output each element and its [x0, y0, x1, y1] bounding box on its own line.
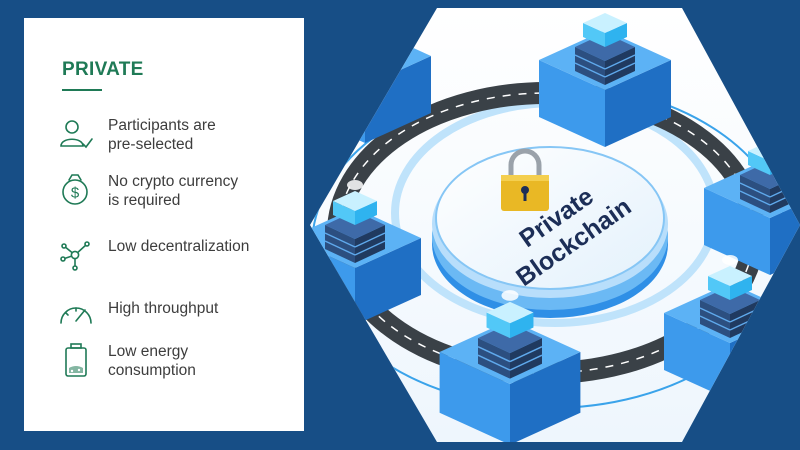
feature-throughput: High throughput — [58, 295, 298, 339]
feature-participants: Participants are pre-selected — [58, 116, 298, 160]
card-title: PRIVATE — [62, 59, 144, 80]
feature-text: Low energy consumption — [108, 343, 196, 379]
padlock-icon — [501, 148, 549, 211]
feature-text: No crypto currency is required — [108, 173, 239, 209]
feature-decentralization: Low decentralization — [58, 237, 298, 281]
feature-no-crypto: $ No crypto currency is required — [58, 172, 298, 216]
private-blockchain-card: PRIVATE Participants are pre-selected $ … — [24, 18, 304, 431]
title-underline — [62, 89, 102, 91]
center-disk — [432, 146, 668, 318]
svg-text:$: $ — [71, 185, 80, 202]
dollar-coin-icon: $ — [62, 174, 88, 205]
feature-text: Low decentralization — [108, 238, 250, 255]
network-nodes-icon — [60, 241, 90, 271]
battery-icon — [65, 343, 87, 377]
feature-text: Participants are pre-selected — [108, 117, 216, 153]
speedometer-icon — [60, 307, 92, 324]
feature-energy: Low energy consumption — [58, 342, 298, 386]
private-blockchain-illustration: Private Blockchain — [310, 8, 800, 442]
feature-text: High throughput — [108, 300, 219, 317]
participants-icon — [60, 120, 93, 149]
